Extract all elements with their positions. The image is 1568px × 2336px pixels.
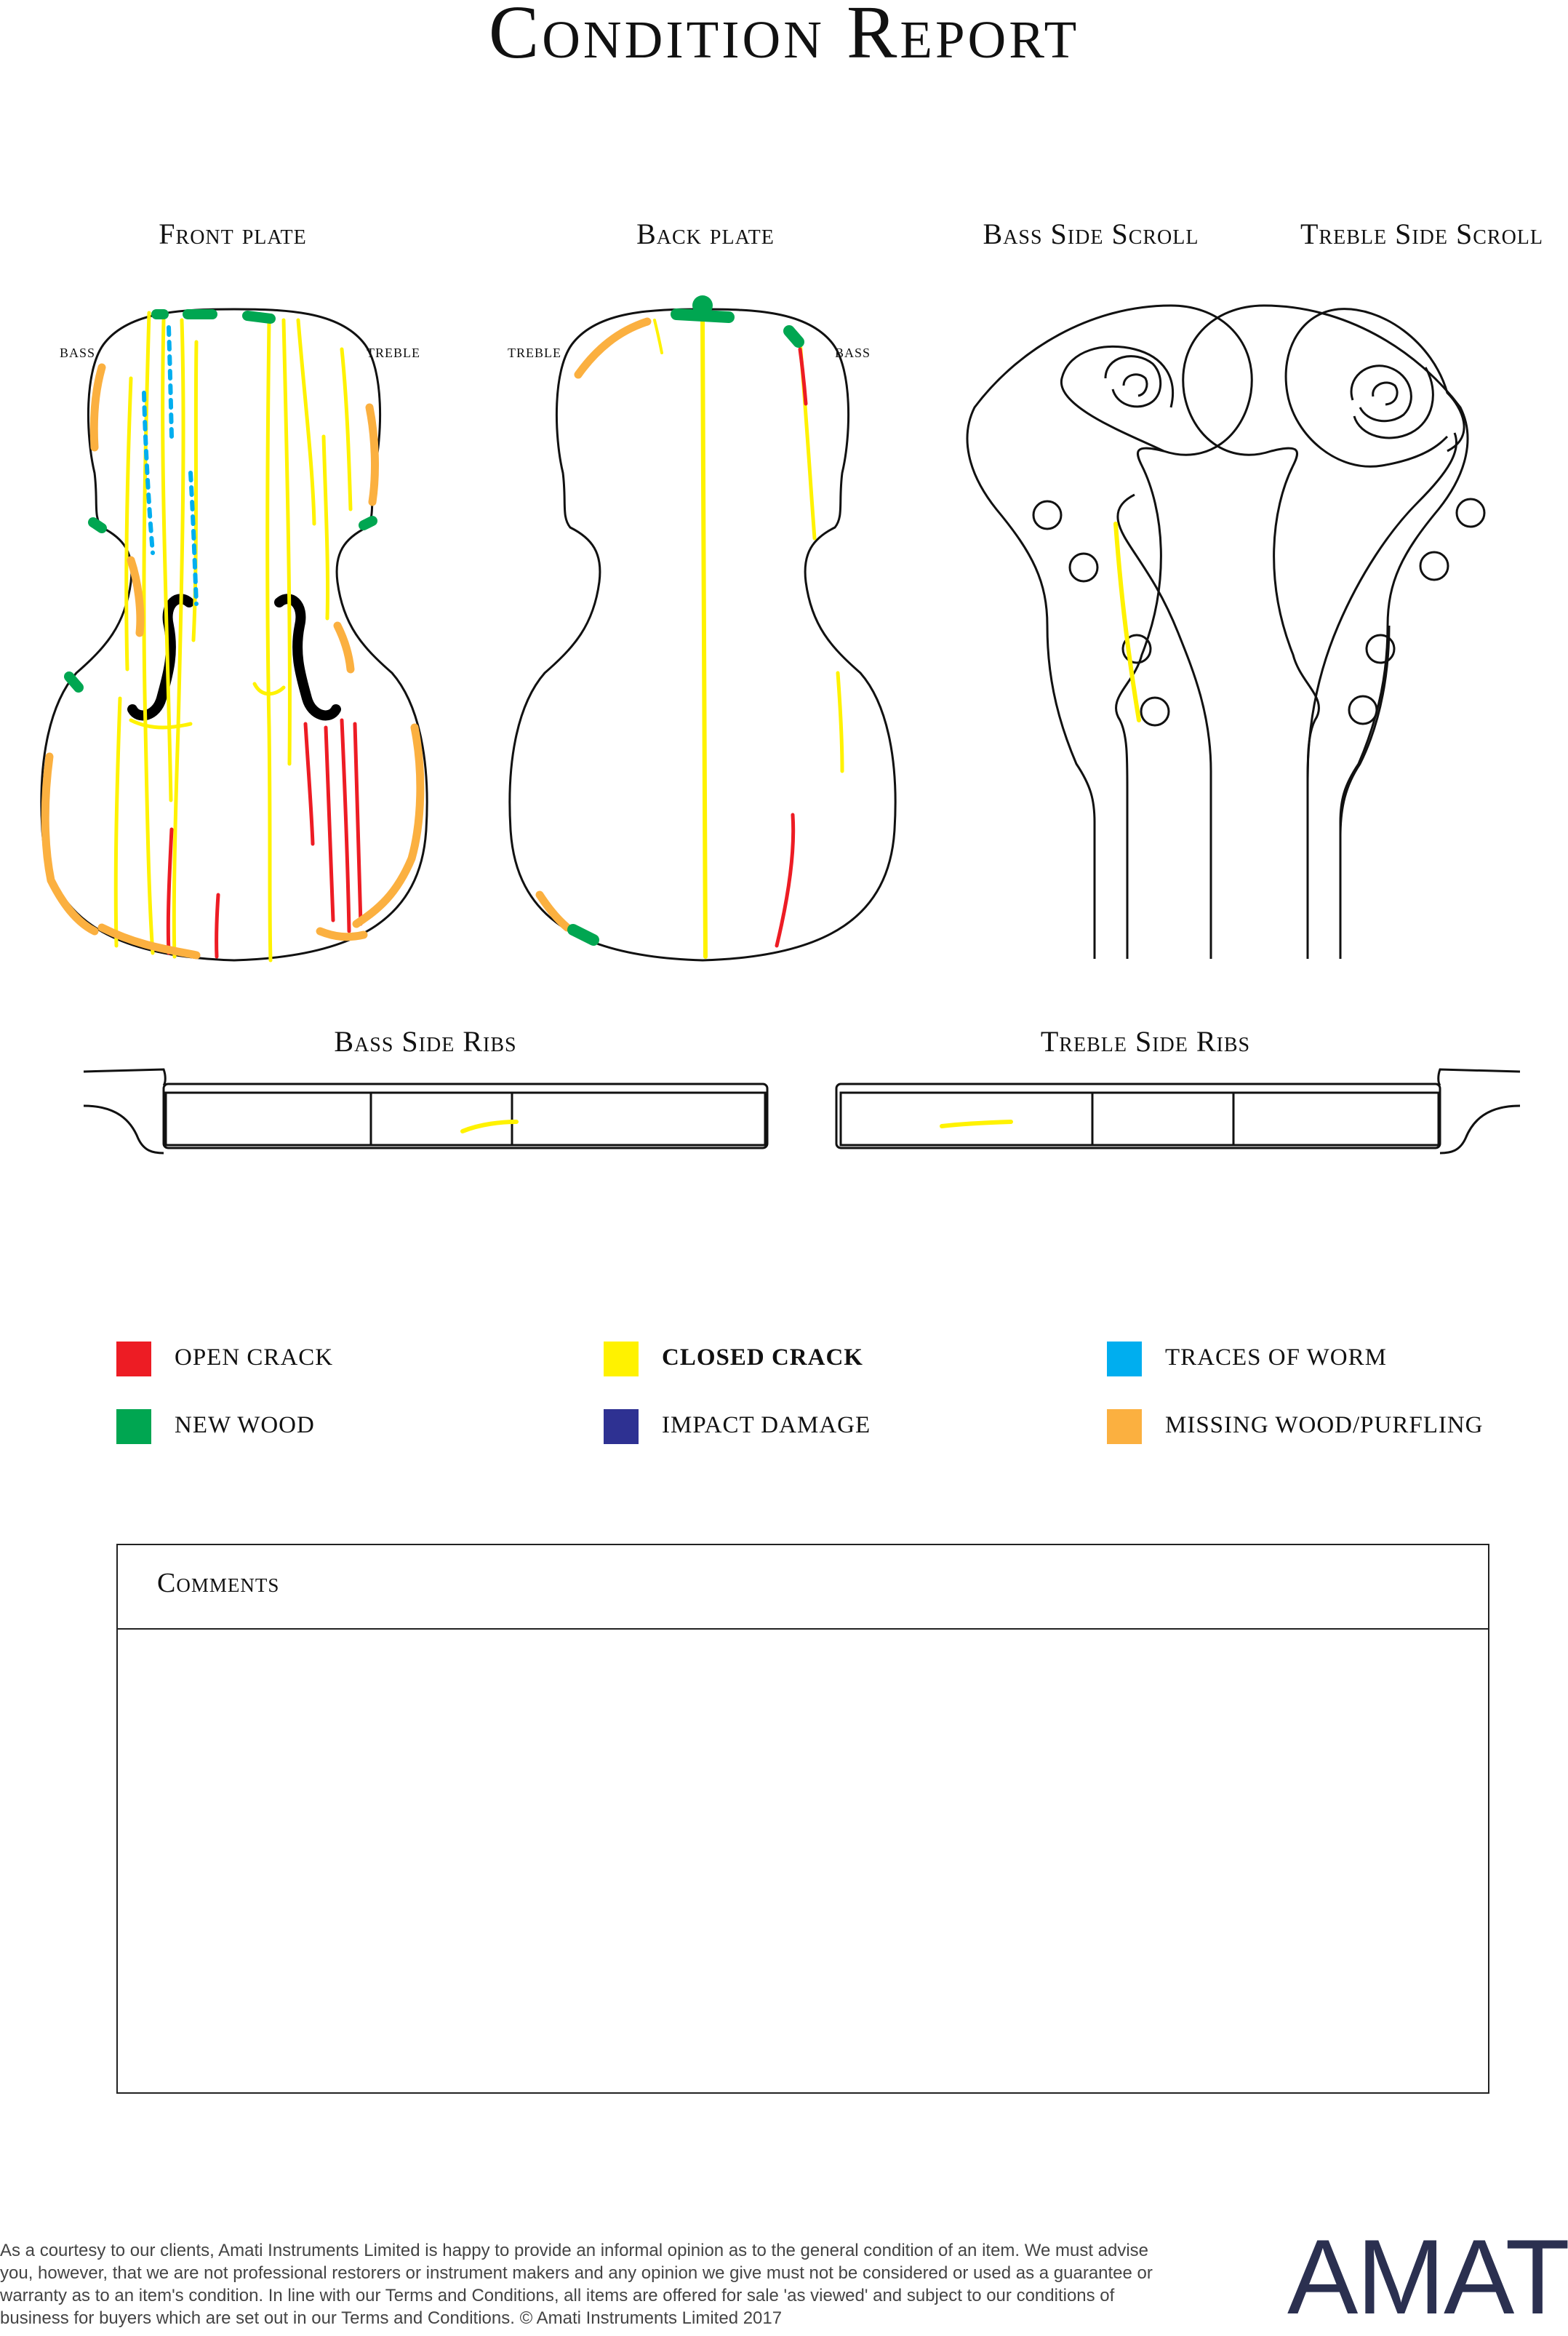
legend-swatch bbox=[116, 1342, 151, 1376]
legend-swatch bbox=[604, 1409, 639, 1444]
treble-ribs-crack bbox=[940, 1120, 1013, 1128]
bass-scroll-crack bbox=[1113, 522, 1141, 722]
f-holes bbox=[127, 594, 341, 721]
comments-title: Comments bbox=[157, 1568, 280, 1598]
legend-swatch bbox=[1107, 1409, 1142, 1444]
legend-label: closed crack bbox=[662, 1344, 863, 1371]
treble-scroll-pegholes bbox=[1348, 498, 1486, 725]
treble-side-scroll-diagram bbox=[1182, 304, 1469, 959]
back-missing-wood bbox=[535, 317, 652, 932]
front-worm-traces bbox=[142, 325, 199, 606]
treble-side-scroll-label: Treble Side Scroll bbox=[1300, 218, 1543, 250]
back-new-wood bbox=[567, 308, 804, 946]
amati-logo: AMATI bbox=[1287, 2217, 1568, 2336]
bass-ribs-crack bbox=[460, 1120, 519, 1133]
bass-side-ribs-label: Bass Side Ribs bbox=[334, 1025, 517, 1058]
front-missing-wood bbox=[41, 363, 425, 960]
back-plate-label: Back plate bbox=[636, 218, 775, 250]
front-treble-label: treble bbox=[367, 342, 420, 362]
front-plate-label: Front plate bbox=[159, 218, 307, 250]
comments-text bbox=[157, 1654, 1449, 2063]
legend-label: new wood bbox=[175, 1412, 315, 1438]
instrument-diagrams bbox=[40, 295, 1521, 1155]
treble-side-ribs-diagram bbox=[835, 1068, 1521, 1155]
front-new-wood bbox=[64, 309, 377, 693]
back-treble-label: treble bbox=[508, 342, 561, 362]
legend-label: impact damage bbox=[662, 1412, 871, 1438]
legend-label: missing wood/purfling bbox=[1165, 1412, 1484, 1438]
legend-label: traces of worm bbox=[1165, 1344, 1387, 1371]
front-closed-cracks bbox=[113, 311, 353, 962]
legend-swatch bbox=[1107, 1342, 1142, 1376]
bass-scroll-pegholes bbox=[1032, 500, 1170, 727]
comments-box: Comments bbox=[116, 1544, 1489, 2094]
disclaimer-text: As a courtesy to our clients, Amati Inst… bbox=[0, 2241, 1153, 2328]
front-open-cracks bbox=[166, 718, 363, 959]
legend-swatch bbox=[116, 1409, 151, 1444]
bass-side-scroll-diagram bbox=[966, 304, 1253, 959]
back-button-new-wood bbox=[692, 295, 713, 316]
legend-label: open crack bbox=[175, 1344, 334, 1371]
treble-side-ribs-label: Treble Side Ribs bbox=[1040, 1025, 1251, 1058]
comments-header: Comments bbox=[118, 1545, 1488, 1630]
bass-side-ribs-diagram bbox=[83, 1068, 769, 1155]
page-title: Condition Report bbox=[488, 0, 1080, 74]
legend-swatch bbox=[604, 1342, 639, 1376]
front-bass-label: bass bbox=[60, 342, 96, 362]
bass-side-scroll-label: Bass Side Scroll bbox=[983, 218, 1199, 250]
back-cracks bbox=[653, 318, 844, 959]
back-plate-diagram bbox=[508, 308, 897, 962]
